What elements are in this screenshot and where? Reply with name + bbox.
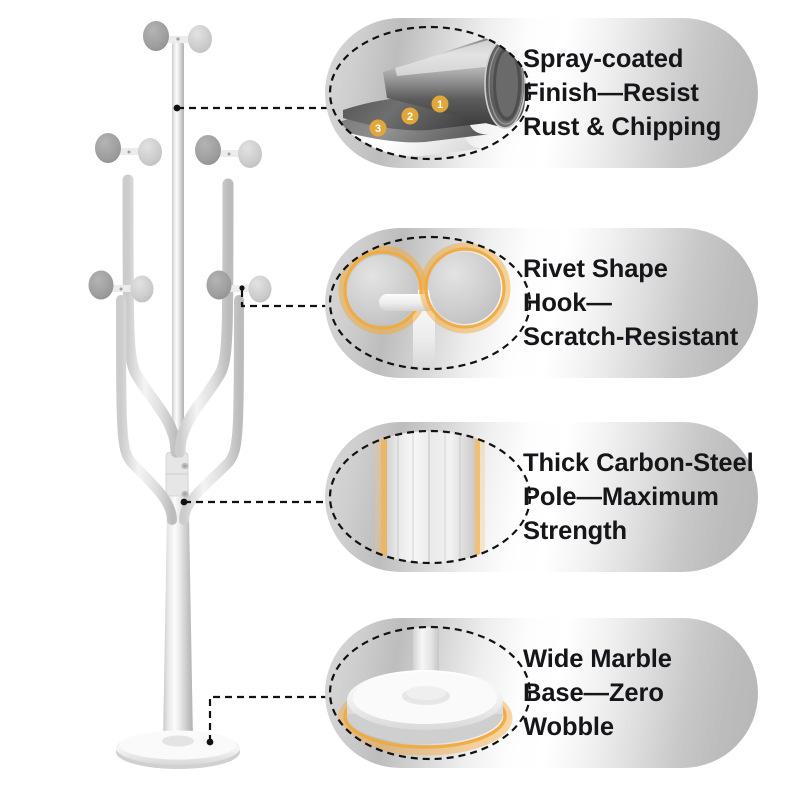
leader-dot-4 — [206, 738, 214, 746]
upper-right-hook-pair — [195, 135, 262, 168]
center-pole — [163, 40, 193, 742]
badge-3-label: 3 — [375, 123, 381, 135]
callout-2-text: Rivet Shape Hook— Scratch-Resistant — [523, 255, 739, 351]
callout-4-text: Wide Marble Base—Zero Wobble — [523, 645, 672, 741]
leader-dot-3 — [180, 498, 188, 506]
callout-wide-marble-base: Wide Marble Base—Zero Wobble — [325, 618, 758, 768]
badge-2-label: 2 — [407, 111, 413, 123]
lower-left-hook-pair — [88, 270, 154, 303]
dashed-ellipse-frame — [328, 429, 532, 565]
lower-right-hook-pair — [206, 270, 272, 303]
lower-left-branch-hook — [116, 295, 177, 525]
callout-spray-coated-finish: 1 2 3 Spray-coated Finish—Resist Rust & … — [325, 18, 758, 168]
leader-dot-1 — [173, 104, 181, 112]
dashed-ellipse-frame — [328, 235, 532, 371]
upper-left-branch-hook — [122, 174, 182, 458]
leader-line-2 — [240, 290, 330, 308]
upper-left-hook-pair — [95, 133, 162, 166]
badge-1-label: 1 — [437, 99, 443, 111]
callout-thick-carbon-steel-pole: Thick Carbon-Steel Pole—Maximum Strength — [325, 422, 758, 572]
dashed-ellipse-frame — [328, 625, 532, 761]
round-marble-base — [116, 730, 240, 769]
leader-line-4 — [208, 695, 330, 742]
upper-right-branch-hook — [174, 178, 234, 458]
lower-right-branch-hook — [179, 295, 244, 525]
dashed-ellipse-frame — [328, 25, 532, 161]
callout-3-text: Thick Carbon-Steel Pole—Maximum Strength — [523, 449, 754, 545]
adjustment-screws — [181, 462, 189, 498]
callout-rivet-shape-hook: Rivet Shape Hook— Scratch-Resistant — [325, 228, 758, 378]
leader-lines — [177, 106, 330, 742]
top-hook-pair — [143, 21, 212, 53]
callout-1-text: Spray-coated Finish—Resist Rust & Chippi… — [523, 45, 722, 141]
layer-badges: 1 2 3 — [369, 95, 449, 137]
leader-dots — [173, 104, 214, 746]
